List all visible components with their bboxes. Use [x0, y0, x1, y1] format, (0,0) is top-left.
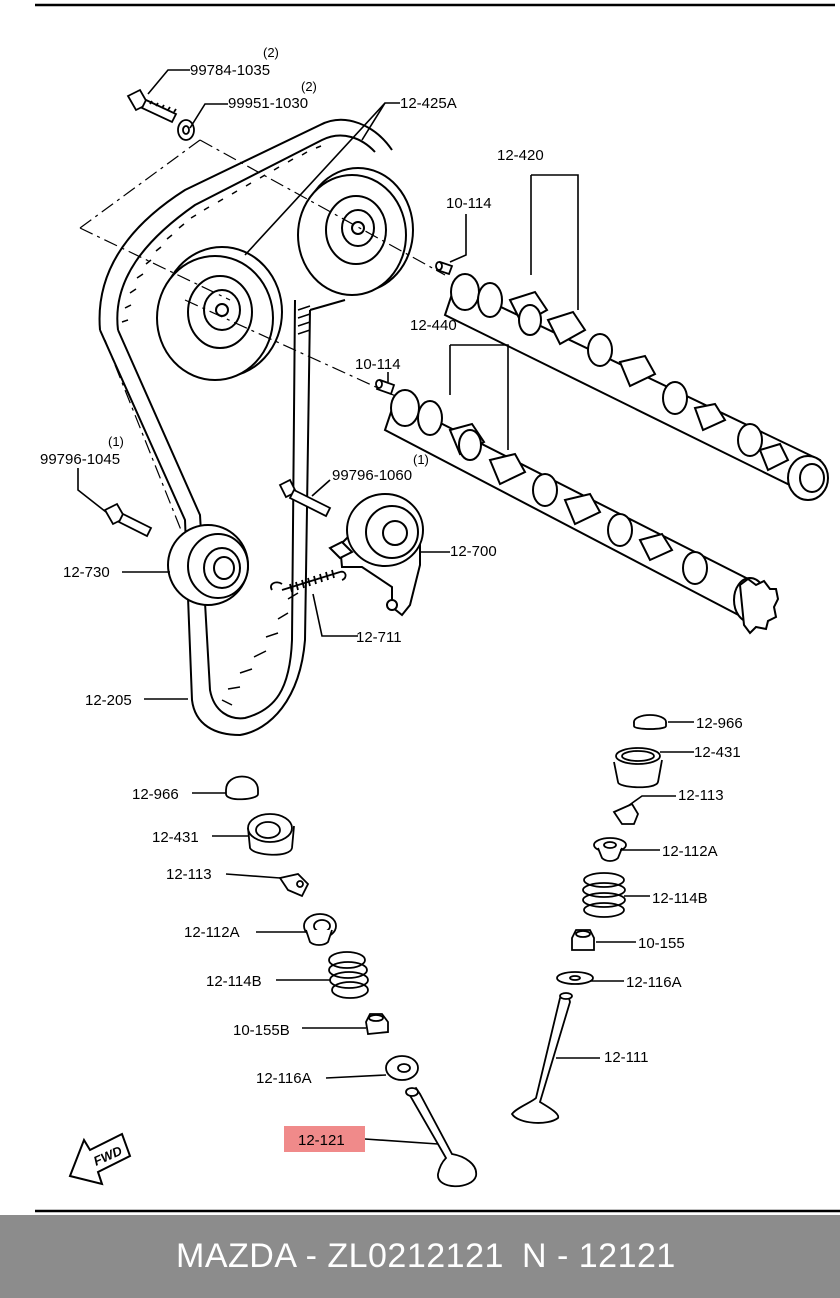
label-washer-top: 99951-1030	[228, 95, 308, 112]
label-bolt-tensioner: 99796-1060	[332, 467, 412, 484]
bolt-tensioner	[278, 478, 332, 518]
seat-right	[556, 971, 594, 985]
label-valve-spring-left: 12-114B	[206, 973, 262, 990]
highlight-box	[284, 1126, 365, 1152]
cap-right	[633, 714, 667, 730]
bolt-top-qty: (2)	[263, 45, 279, 60]
bolt-idler	[103, 502, 153, 538]
seal-left	[365, 1013, 389, 1035]
bolt-tensioner-qty: (1)	[413, 452, 429, 467]
label-tappet-right: 12-431	[694, 744, 741, 761]
exploded-parts-diagram: FWD	[35, 3, 840, 1213]
tappet-left	[247, 813, 295, 856]
valve-right	[510, 992, 573, 1124]
label-camshaft-lower: 12-440	[410, 317, 457, 334]
tappet-right	[613, 747, 663, 789]
cap-left	[225, 775, 259, 801]
retainer-left	[303, 913, 337, 946]
valve-spring-right	[582, 872, 626, 918]
dowel-pin-upper	[435, 260, 454, 276]
label-seal-right: 10-155	[638, 935, 685, 952]
label-camshaft-upper: 12-420	[497, 147, 544, 164]
bolt-idler-qty: (1)	[108, 434, 124, 449]
label-pin-upper: 10-114	[446, 195, 492, 212]
label-belt: 12-205	[85, 692, 132, 709]
label-pin-lower: 10-114	[355, 356, 401, 373]
seal-right	[571, 929, 595, 951]
label-seat-right: 12-116A	[626, 974, 682, 991]
label-idler: 12-730	[63, 564, 110, 581]
retainer-right	[593, 837, 627, 862]
camshaft-upper	[443, 273, 829, 501]
fwd-arrow-icon: FWD	[68, 1132, 132, 1186]
footer-ref-number: N - 12121	[522, 1237, 676, 1275]
washer-top	[177, 119, 195, 141]
label-seat-left: 12-116A	[256, 1070, 312, 1087]
label-keeper-right: 12-113	[678, 787, 724, 804]
label-bolt-idler: 99796-1045	[40, 451, 120, 468]
washer-top-qty: (2)	[301, 79, 317, 94]
camshaft-lower	[383, 389, 780, 635]
timing-belt	[98, 118, 393, 737]
label-valve-spring-right: 12-114B	[652, 890, 708, 907]
label-cap-right: 12-966	[696, 715, 743, 732]
label-valve-right: 12-111	[604, 1049, 648, 1066]
label-seal-left: 10-155B	[233, 1022, 290, 1039]
dowel-pin-lower	[375, 378, 396, 396]
tensioner-assembly	[328, 493, 424, 617]
label-retainer-left: 12-112A	[184, 924, 240, 941]
label-pulley: 12-425A	[400, 95, 457, 112]
seat-left	[385, 1055, 419, 1081]
label-layer: (2) 99784-1035 (2) 99951-1030 12-425A 12…	[40, 45, 743, 1149]
bolt-top	[126, 88, 178, 124]
footer-bar: MAZDA - ZL0212121 N - 12121	[0, 1215, 840, 1298]
label-keeper-left: 12-113	[166, 866, 212, 883]
valve-left	[405, 1086, 477, 1188]
keeper-left	[278, 873, 310, 898]
label-bolt-top: 99784-1035	[190, 62, 270, 79]
label-cap-left: 12-966	[132, 786, 179, 803]
cam-pulley-left	[156, 246, 283, 381]
tensioner-spring	[270, 569, 347, 593]
label-tensioner: 12-700	[450, 543, 497, 560]
footer-part-number: MAZDA - ZL0212121	[176, 1237, 504, 1275]
label-tappet-left: 12-431	[152, 829, 199, 846]
label-valve-left: 12-121	[298, 1132, 345, 1149]
idler-pulley	[167, 524, 249, 606]
label-retainer-right: 12-112A	[662, 843, 718, 860]
label-spring: 12-711	[356, 629, 402, 646]
cam-pulley-right	[297, 167, 414, 296]
